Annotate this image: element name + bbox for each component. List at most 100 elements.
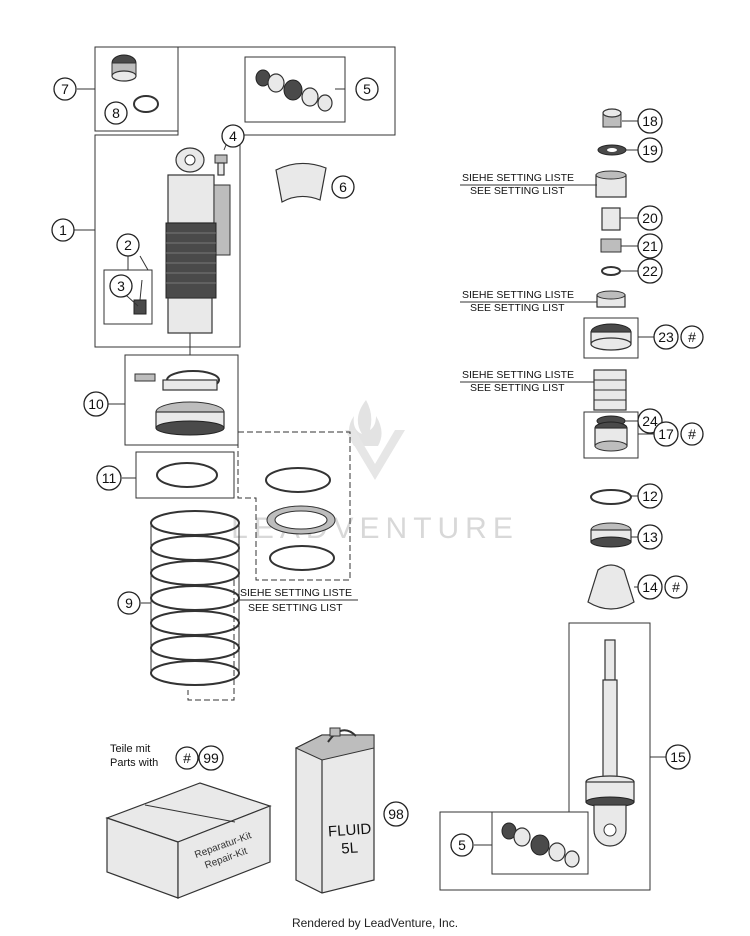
part-14-bump-stop	[587, 564, 635, 610]
setting-label-1: SIEHE SETTING LISTE SEE SETTING LIST	[462, 172, 574, 197]
callout-17[interactable]: 17	[653, 421, 679, 447]
callout-3[interactable]: 3	[109, 274, 133, 298]
leaders-left	[60, 88, 358, 604]
part-12-ring	[590, 489, 632, 505]
svg-text:SIEHE SETTING LISTE: SIEHE SETTING LISTE	[240, 587, 352, 599]
callout-11[interactable]: 11	[96, 465, 122, 491]
svg-text:Parts with: Parts with	[110, 757, 158, 769]
callout-5-bottom[interactable]: 5	[450, 833, 474, 857]
callout-21[interactable]: 21	[637, 233, 663, 259]
svg-text:#: #	[688, 426, 696, 442]
callout-4[interactable]: 4	[221, 124, 245, 148]
svg-text:19: 19	[642, 142, 658, 158]
callout-9[interactable]: 9	[117, 591, 141, 615]
part-5-seal-kit-top	[255, 69, 333, 112]
svg-text:7: 7	[61, 81, 69, 97]
setting-label-3: SIEHE SETTING LISTE SEE SETTING LIST	[462, 369, 574, 394]
svg-text:10: 10	[88, 396, 104, 412]
setting-label-4: SIEHE SETTING LISTE SEE SETTING LIST	[240, 587, 352, 614]
shim-stack-2	[596, 290, 626, 308]
part-22-washer	[601, 266, 621, 276]
callout-hash-23[interactable]: #	[680, 325, 704, 349]
svg-text:17: 17	[658, 426, 674, 442]
shim-stack-1	[595, 170, 627, 198]
part-9-spring	[150, 510, 240, 686]
callout-99[interactable]: 99	[198, 745, 224, 771]
part-17-piston	[594, 421, 628, 452]
callout-8[interactable]: 8	[104, 101, 128, 125]
part-4-screw	[214, 154, 228, 176]
svg-text:SEE SETTING LIST: SEE SETTING LIST	[470, 382, 565, 394]
dashed-spring-link	[187, 580, 235, 701]
part-18-nut	[602, 108, 622, 128]
svg-text:15: 15	[670, 749, 686, 765]
part-8-oring	[133, 95, 159, 113]
callout-18[interactable]: 18	[637, 108, 663, 134]
callout-10[interactable]: 10	[83, 391, 109, 417]
frame-part-23	[583, 317, 639, 359]
svg-text:11: 11	[102, 470, 117, 486]
frame-part-11	[135, 451, 235, 499]
svg-text:#: #	[688, 329, 696, 345]
part-13-bushing	[590, 522, 632, 548]
svg-text:#: #	[183, 750, 191, 766]
part-23-piston	[590, 323, 632, 351]
part-1-shock-body	[165, 147, 231, 334]
callout-7[interactable]: 7	[53, 77, 77, 101]
callout-14[interactable]: 14	[637, 574, 663, 600]
callout-hash-14[interactable]: #	[664, 575, 688, 599]
svg-text:24: 24	[642, 413, 658, 429]
svg-text:4: 4	[229, 128, 237, 144]
callout-hash-legend[interactable]: #	[175, 746, 199, 770]
frame-alt-rings	[237, 431, 351, 581]
part-5-seal-kit-bottom	[501, 822, 580, 868]
frame-part-17	[583, 411, 639, 459]
svg-text:SEE SETTING LIST: SEE SETTING LIST	[248, 602, 343, 614]
svg-text:12: 12	[642, 488, 658, 504]
callout-hash-17[interactable]: #	[680, 422, 704, 446]
svg-text:9: 9	[125, 595, 133, 611]
part-20-spacer	[601, 207, 621, 231]
svg-text:5: 5	[458, 837, 466, 853]
part-3-valve	[133, 279, 147, 315]
legend: Teile mit Parts with	[110, 743, 158, 769]
svg-text:SIEHE SETTING LISTE: SIEHE SETTING LISTE	[462, 172, 574, 184]
repair-kit-box: Reparatur-Kit Repair-Kit	[105, 782, 272, 899]
callout-6[interactable]: 6	[331, 175, 355, 199]
part-21-nut	[600, 238, 622, 253]
svg-text:23: 23	[658, 329, 674, 345]
svg-text:13: 13	[642, 529, 658, 545]
fluid-can: FLUID 5L	[294, 727, 375, 894]
svg-text:SIEHE SETTING LISTE: SIEHE SETTING LISTE	[462, 369, 574, 381]
callout-23[interactable]: 23	[653, 324, 679, 350]
callout-15[interactable]: 15	[665, 744, 691, 770]
can-text-line1: FLUID	[327, 821, 372, 841]
svg-text:22: 22	[642, 263, 658, 279]
callout-22[interactable]: 22	[637, 258, 663, 284]
svg-text:6: 6	[339, 179, 347, 195]
callout-13[interactable]: 13	[637, 524, 663, 550]
svg-text:3: 3	[117, 278, 125, 294]
part-6-label	[275, 162, 327, 203]
svg-text:18: 18	[642, 113, 658, 129]
svg-text:8: 8	[112, 105, 120, 121]
callout-20[interactable]: 20	[637, 205, 663, 231]
callout-5-top[interactable]: 5	[355, 77, 379, 101]
can-text-line2: 5L	[341, 839, 359, 857]
svg-text:1: 1	[59, 222, 67, 238]
setting-label-2: SIEHE SETTING LISTE SEE SETTING LIST	[462, 289, 574, 314]
callout-2[interactable]: 2	[116, 233, 140, 257]
frame-part-10	[124, 354, 239, 446]
callout-12[interactable]: 12	[637, 483, 663, 509]
callout-98[interactable]: 98	[383, 801, 409, 827]
callout-1[interactable]: 1	[51, 218, 75, 242]
svg-text:14: 14	[642, 579, 658, 595]
svg-text:SEE SETTING LIST: SEE SETTING LIST	[470, 185, 565, 197]
svg-text:21: 21	[642, 238, 658, 254]
alt-ring-3	[269, 545, 335, 571]
svg-text:98: 98	[388, 806, 404, 822]
callout-19[interactable]: 19	[637, 137, 663, 163]
part-7-adjuster	[111, 54, 137, 82]
